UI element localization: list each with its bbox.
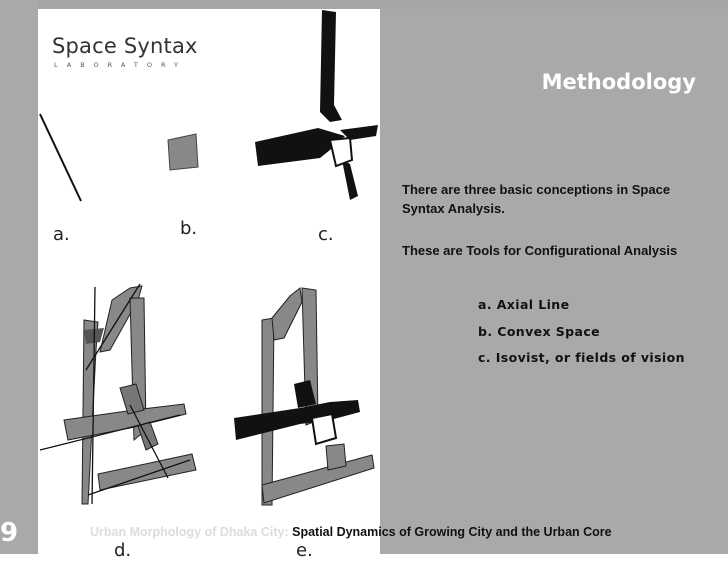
brand-name: Space Syntax xyxy=(52,34,198,58)
slide-title: Methodology xyxy=(541,70,696,94)
footer-muted: Urban Morphology of Dhaka City: xyxy=(90,525,289,539)
bottom-band xyxy=(0,554,728,563)
page-number: 9 xyxy=(0,518,19,548)
tool-isovist: c. Isovist, or fields of vision xyxy=(478,350,685,365)
plan-with-isovists-e xyxy=(234,287,375,506)
tool-axial-line: a. Axial Line xyxy=(478,297,570,312)
footer: Urban Morphology of Dhaka City: Spatial … xyxy=(90,525,612,539)
space-syntax-diagrams: a. b. c. d. e. xyxy=(39,10,378,561)
isovist-shape xyxy=(255,10,378,200)
convex-space-polygon xyxy=(167,133,199,171)
combined-plan-d xyxy=(39,283,197,505)
space-syntax-logo: Space Syntax LABORATORY xyxy=(52,34,198,69)
figure-label-c: c. xyxy=(318,224,334,245)
figure-label-b: b. xyxy=(180,218,197,239)
figure-label-d: d. xyxy=(114,540,131,561)
left-strip xyxy=(0,0,38,563)
brand-sub: LABORATORY xyxy=(54,61,188,69)
text-panel xyxy=(380,9,728,554)
figure-label-a: a. xyxy=(53,224,70,245)
axial-line xyxy=(39,113,82,202)
tool-convex-space: b. Convex Space xyxy=(478,323,601,339)
tools-list: a. Axial Line b. Convex Space c. Isovist… xyxy=(478,297,685,377)
figure-label-e: e. xyxy=(296,540,313,561)
footer-dark: Spatial Dynamics of Growing City and the… xyxy=(292,525,612,539)
intro-text: There are three basic conceptions in Spa… xyxy=(402,182,671,216)
tools-heading: These are Tools for Configurational Anal… xyxy=(402,243,678,258)
